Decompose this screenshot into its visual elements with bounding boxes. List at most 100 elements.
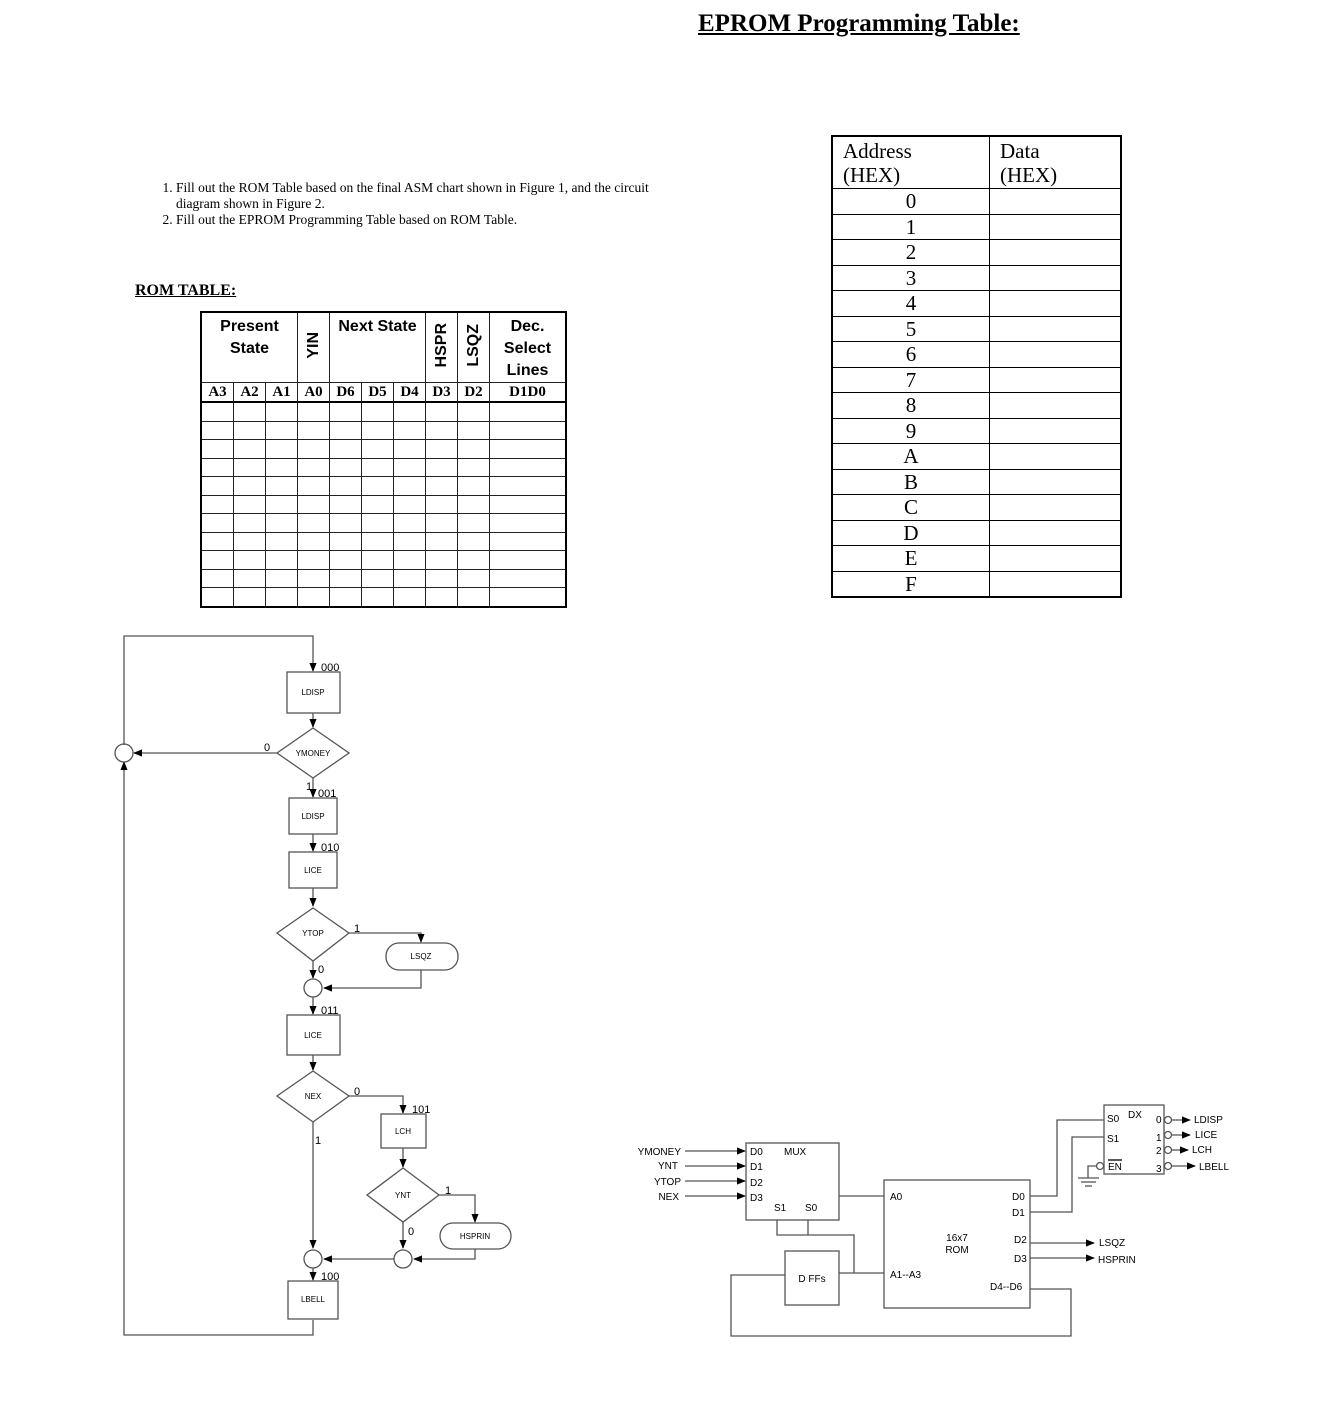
svg-text:LICE: LICE	[304, 1031, 322, 1040]
svg-text:0: 0	[318, 964, 324, 976]
svg-text:YNT: YNT	[658, 1161, 678, 1172]
rom-table-row	[200, 568, 567, 588]
asm-chart	[114, 635, 512, 1336]
data-cell[interactable]	[989, 519, 1122, 546]
col-d1d0: D1D0	[489, 382, 567, 403]
address-cell: 7	[831, 366, 990, 393]
svg-text:0: 0	[1156, 1115, 1162, 1126]
svg-text:1: 1	[445, 1185, 451, 1197]
svg-text:LBELL: LBELL	[1199, 1162, 1229, 1173]
rom-cell[interactable]	[489, 587, 567, 607]
svg-text:LICE: LICE	[1195, 1130, 1218, 1141]
svg-text:D2: D2	[750, 1178, 763, 1189]
instruction-2: Fill out the EPROM Programming Table bas…	[176, 212, 650, 228]
svg-text:DX: DX	[1128, 1110, 1142, 1121]
svg-text:16x7: 16x7	[946, 1233, 968, 1244]
col-d2: D2	[457, 382, 490, 403]
col-a1: A1	[265, 382, 298, 403]
svg-text:0: 0	[264, 742, 270, 754]
svg-text:S0: S0	[1107, 1114, 1120, 1125]
conditional-output-lsqz	[385, 942, 459, 971]
svg-text:D FFs: D FFs	[798, 1274, 825, 1285]
data-cell[interactable]	[989, 188, 1122, 215]
header-dec-select-lines: Dec. Select Lines	[489, 311, 567, 383]
svg-text:LSQZ: LSQZ	[1099, 1238, 1125, 1249]
data-cell[interactable]	[989, 417, 1122, 444]
rom-table-title: ROM TABLE:	[135, 282, 237, 299]
rom-table-row	[200, 439, 567, 459]
eprom-table-row: 2	[831, 239, 1122, 266]
data-cell[interactable]	[989, 213, 1122, 240]
col-d6: D6	[329, 382, 362, 403]
data-cell[interactable]	[989, 468, 1122, 495]
data-cell[interactable]	[989, 392, 1122, 419]
data-cell[interactable]	[989, 545, 1122, 572]
svg-text:1: 1	[315, 1135, 321, 1147]
address-cell: C	[831, 494, 990, 521]
rom-cell[interactable]	[457, 587, 490, 607]
svg-text:YMONEY: YMONEY	[638, 1147, 682, 1158]
svg-text:YTOP: YTOP	[302, 929, 324, 938]
eprom-table-row: 4	[831, 290, 1122, 317]
svg-text:1: 1	[1156, 1133, 1162, 1144]
svg-text:D1: D1	[750, 1162, 763, 1173]
svg-text:D3: D3	[1014, 1254, 1027, 1265]
eprom-table-row: C	[831, 494, 1122, 521]
address-cell: B	[831, 468, 990, 495]
data-cell[interactable]	[989, 264, 1122, 291]
col-d3: D3	[425, 382, 458, 403]
col-d4: D4	[393, 382, 426, 403]
rom-table-row	[200, 587, 567, 607]
svg-text:D3: D3	[750, 1193, 763, 1204]
svg-text:LCH: LCH	[395, 1127, 411, 1136]
svg-text:S1: S1	[774, 1203, 787, 1214]
svg-text:EN: EN	[1108, 1162, 1122, 1173]
data-cell[interactable]	[989, 239, 1122, 266]
svg-text:YMONEY: YMONEY	[296, 749, 331, 758]
eprom-table-row: 1	[831, 213, 1122, 240]
svg-text:1: 1	[354, 923, 360, 935]
svg-text:D1: D1	[1012, 1208, 1025, 1219]
svg-text:HSPRIN: HSPRIN	[460, 1232, 490, 1241]
header-present-state: Present State	[200, 311, 298, 383]
instruction-1: Fill out the ROM Table based on the fina…	[176, 180, 650, 212]
svg-text:LDISP: LDISP	[301, 812, 324, 821]
header-yin: YIN	[297, 311, 330, 383]
svg-text:LICE: LICE	[304, 866, 322, 875]
svg-text:011: 011	[321, 1005, 339, 1017]
address-cell: 5	[831, 315, 990, 342]
svg-text:S1: S1	[1107, 1134, 1120, 1145]
svg-text:NEX: NEX	[305, 1092, 322, 1101]
rom-table-row	[200, 513, 567, 533]
svg-text:0: 0	[354, 1086, 360, 1098]
header-lsqz: LSQZ	[457, 311, 490, 383]
header-next-state: Next State	[329, 311, 426, 383]
svg-text:HSPRIN: HSPRIN	[1098, 1255, 1136, 1266]
svg-text:3: 3	[1156, 1164, 1162, 1175]
mux-block	[745, 1142, 840, 1221]
asm-labels: LDISP YMONEY LDISP LICE YTOP LSQZ LICE N…	[296, 688, 491, 1304]
svg-text:2: 2	[1156, 1146, 1162, 1157]
rom-cell[interactable]	[457, 401, 490, 422]
address-cell: 8	[831, 392, 990, 419]
data-cell[interactable]	[989, 366, 1122, 393]
header-data: Data(HEX)	[989, 135, 1122, 189]
data-cell[interactable]	[989, 570, 1122, 598]
state-box-100	[287, 1280, 339, 1320]
header-address: Address(HEX)	[831, 135, 990, 189]
svg-text:D0: D0	[1012, 1192, 1025, 1203]
decoder-block	[1103, 1104, 1165, 1175]
col-a0: A0	[297, 382, 330, 403]
svg-text:010: 010	[321, 842, 339, 854]
svg-text:001: 001	[318, 788, 336, 800]
svg-text:NEX: NEX	[658, 1192, 679, 1203]
svg-text:000: 000	[321, 662, 339, 674]
svg-text:1: 1	[306, 781, 312, 793]
rom-cell[interactable]	[489, 401, 567, 422]
svg-text:ROM: ROM	[945, 1245, 968, 1256]
svg-text:MUX: MUX	[784, 1147, 807, 1158]
rom-block	[883, 1179, 1031, 1309]
svg-text:100: 100	[321, 1271, 339, 1283]
